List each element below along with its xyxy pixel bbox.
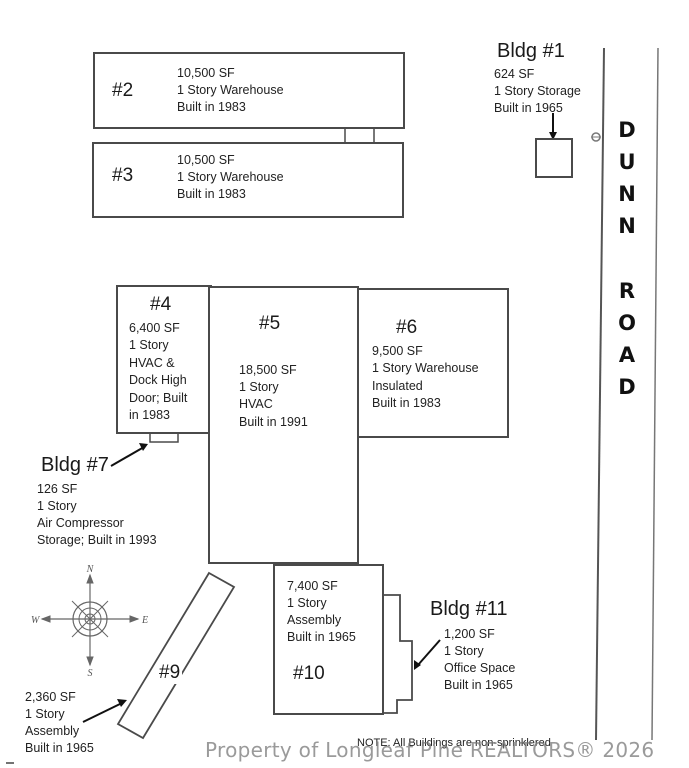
building-6-sf: 9,500 SF [372,344,423,358]
building-9-number: #9 [157,662,183,684]
building-6-outline [357,288,509,438]
connector-2-3 [344,127,375,144]
building-2-number: #2 [112,80,134,101]
watermark: Property of Longleaf Pine REALTORS® 2026 [205,738,655,762]
building-6-number: #6 [396,317,418,338]
road-edge-left [595,47,605,741]
building-6-built: Built in 1983 [372,396,441,410]
building-1-sf: 624 SF [494,67,535,81]
building-7-label: Bldg #7 [41,454,109,476]
hydrant-icon [591,132,601,142]
building-3-built: Built in 1983 [177,187,246,201]
building-5-sf: 18,500 SF [239,363,297,377]
building-2-built: Built in 1983 [177,100,246,114]
road-letter: D [618,375,636,399]
building-1-stories: 1 Story Storage [494,84,581,98]
building-7-built: Storage; Built in 1993 [37,533,157,547]
building-3-stories: 1 Story Warehouse [177,170,284,184]
building-4-outline [116,285,212,434]
building-10-stories: 1 Story [287,596,327,610]
compass-east-label: E [141,615,148,626]
building-10-line3: Assembly [287,613,342,627]
building-1-outline [535,138,573,178]
building-1-label: Bldg #1 [497,40,565,62]
building-7-stories: 1 Story [37,499,77,513]
building-9-stories: 1 Story [25,707,65,721]
building-5-number: #5 [259,313,281,334]
building-10-sf: 7,400 SF [287,579,338,593]
building-6-line3: Insulated [372,379,423,393]
building-10-built: Built in 1965 [287,630,356,644]
building-2-sf: 10,500 SF [177,66,235,80]
building-11-stories: 1 Story [444,644,484,658]
building-3-number: #3 [112,165,134,186]
building-9-built: Built in 1965 [25,741,94,755]
building-11-line3: Office Space [444,661,516,675]
road-letter: N [618,182,636,206]
building-3-outline [92,142,404,218]
building-6-stories: 1 Story Warehouse [372,361,479,375]
road-letter: R [618,279,636,303]
building-5-built: Built in 1991 [239,415,308,429]
building-7-sf: 126 SF [37,482,78,496]
building-9-outline [116,571,236,740]
compass-rose-icon [40,573,140,667]
building-3-sf: 10,500 SF [177,153,235,167]
road-letter: N [618,214,636,238]
arrow-bldg-1 [549,113,557,140]
road-letter: O [618,311,636,335]
road-letter: A [618,343,636,367]
building-4-stories: 1 Story [129,338,169,352]
building-2-stories: 1 Story Warehouse [177,83,284,97]
road-letter: U [618,150,636,174]
building-4-line6: in 1983 [129,408,171,422]
building-7-line3: Air Compressor [37,516,124,530]
building-4-line4: Dock High [129,373,187,387]
building-9-sf: 2,360 SF [25,690,76,704]
building-10-outline [273,564,384,715]
road-edge-right [651,47,659,741]
arrow-bldg-9 [82,699,127,723]
compass-west-label: W [31,615,41,626]
building-11-label: Bldg #11 [430,598,508,620]
building-11-sf: 1,200 SF [444,627,495,641]
arrow-bldg-11 [414,639,441,670]
building-11-built: Built in 1965 [444,678,513,692]
building-10-number: #10 [293,663,325,684]
road-letter: D [618,118,636,142]
building-5-stories: 1 Story [239,380,279,394]
building-7-outline [149,432,179,443]
building-9-line3: Assembly [25,724,80,738]
building-4-line3: HVAC & [129,356,175,370]
compass-south-label: S [88,668,93,679]
building-4-sf: 6,400 SF [129,321,180,335]
building-4-line5: Door; Built [129,391,188,405]
building-5-line3: HVAC [239,397,273,411]
arrow-bldg-7 [110,443,148,467]
sprinkler-note: NOTE: All Buildings are non-sprinklered [357,737,551,749]
building-2-outline [93,52,405,129]
building-4-number: #4 [150,294,172,315]
building-11-outline [380,594,413,714]
building-1-built: Built in 1965 [494,101,563,115]
compass-north-label: N [86,564,95,575]
